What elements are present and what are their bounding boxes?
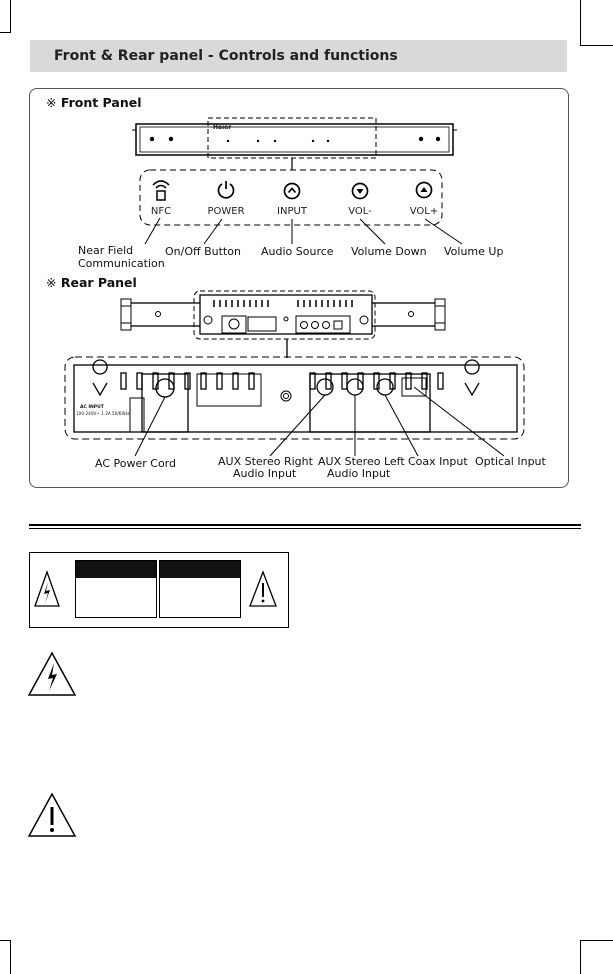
input-label: INPUT: [277, 206, 307, 217]
front-panel-drawing: [132, 117, 463, 245]
aux-left-callout-line1: AUX Stereo Left: [318, 455, 405, 468]
nfc-label: NFC: [150, 206, 172, 217]
reference-mark: ※: [46, 95, 57, 110]
section-header: Front & Rear panel - Controls and functi…: [30, 40, 567, 72]
crop-mark: [580, 940, 581, 974]
crop-mark: [580, 940, 613, 941]
aux-right-callout-line2: Audio Input: [233, 467, 297, 480]
input-icon: [283, 182, 301, 200]
crop-mark: [10, 940, 11, 974]
caution-label-box: [29, 552, 289, 628]
vol-up-label: VOL+: [409, 206, 439, 217]
rear-panel-heading: ※ Rear Panel: [46, 275, 137, 290]
power-callout: On/Off Button: [165, 245, 241, 258]
vol-up-callout: Volume Up: [444, 245, 504, 258]
section-divider: [29, 524, 581, 526]
volume-up-icon: [415, 181, 433, 199]
rear-panel-drawing: [64, 290, 525, 457]
caution-header-bar: [159, 560, 241, 578]
ac-input-rating-line1: AC INPUT: [80, 405, 104, 410]
crop-mark: [0, 32, 11, 33]
ac-input-rating-line2: 100-240V~ 1.2A 50/60Hz: [76, 411, 130, 416]
section-title: Front & Rear panel - Controls and functi…: [54, 48, 398, 64]
optical-callout: Optical Input: [475, 455, 546, 468]
caution-header-bar: [75, 560, 157, 578]
caution-panel: [159, 560, 241, 618]
aux-left-callout-line2: Audio Input: [327, 467, 391, 480]
coax-callout: Coax Input: [408, 455, 468, 468]
rear-panel-title: Rear Panel: [60, 275, 137, 290]
exclamation-warning-icon: [249, 570, 277, 607]
vol-down-label: VOL-: [348, 206, 372, 217]
nfc-icon: [152, 180, 170, 201]
lightning-warning-icon: [34, 570, 60, 607]
front-panel-title: Front Panel: [60, 95, 142, 110]
crop-mark: [0, 940, 11, 941]
brand-logo: Haier: [213, 124, 232, 131]
power-label: POWER: [207, 206, 245, 217]
lightning-warning-icon: [27, 651, 77, 696]
vol-down-callout: Volume Down: [351, 245, 427, 258]
crop-mark: [10, 0, 11, 33]
volume-down-icon: [351, 182, 369, 200]
aux-right-callout-line1: AUX Stereo Right: [218, 455, 313, 468]
front-panel-heading: ※ Front Panel: [46, 95, 141, 110]
caution-panel: [75, 560, 157, 618]
section-divider: [29, 528, 581, 529]
exclamation-warning-icon: [27, 792, 77, 837]
nfc-callout-line2: Communication: [78, 257, 165, 270]
crop-mark: [580, 45, 613, 46]
input-callout: Audio Source: [261, 245, 334, 258]
nfc-callout-line1: Near Field: [78, 244, 134, 257]
ac-power-callout: AC Power Cord: [95, 457, 176, 470]
power-icon: [217, 181, 235, 199]
controls-diagram-box: [29, 88, 569, 488]
crop-mark: [580, 0, 581, 46]
reference-mark: ※: [46, 275, 57, 290]
